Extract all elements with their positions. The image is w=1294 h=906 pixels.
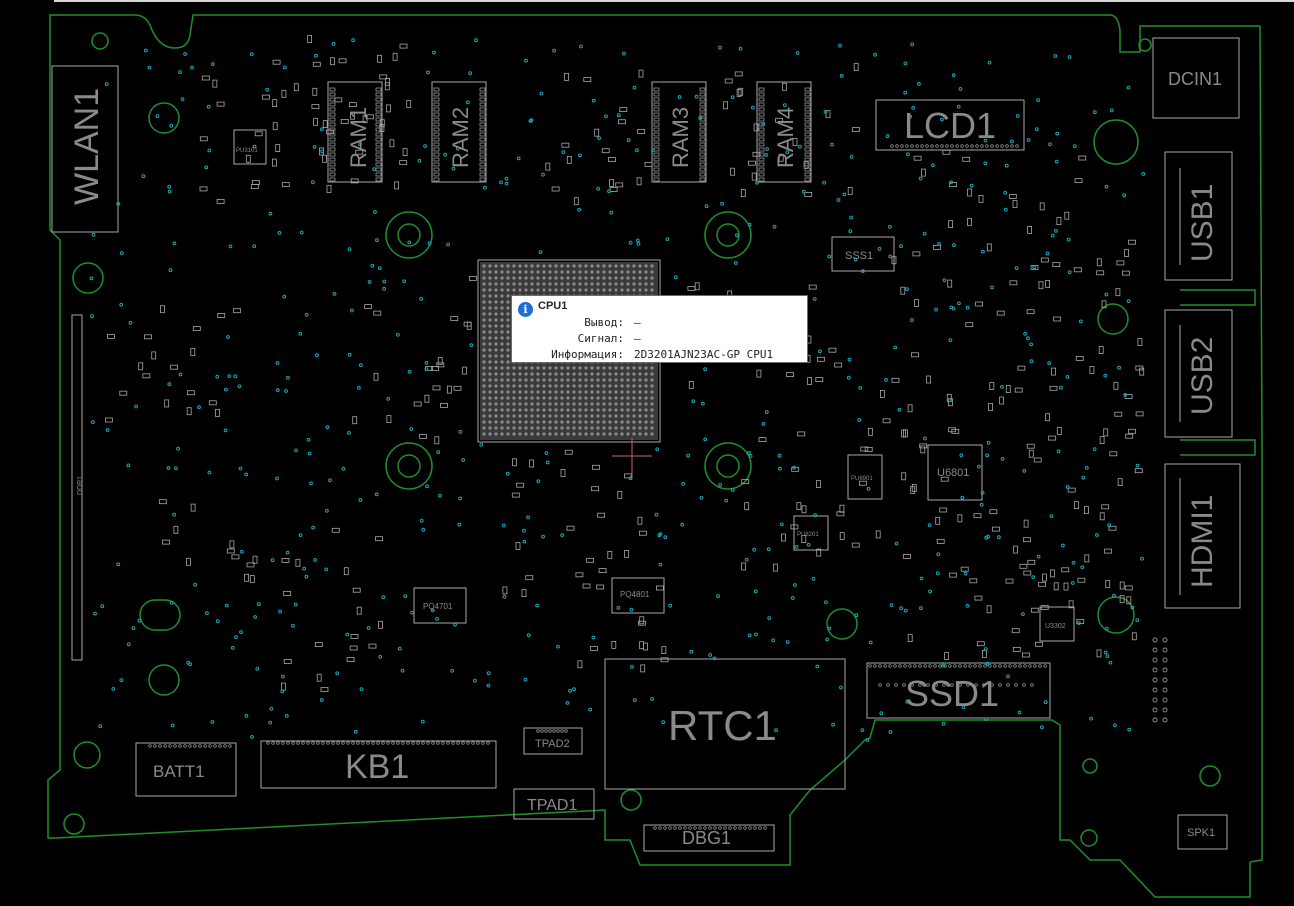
tooltip-key: Информация: bbox=[551, 348, 624, 361]
tooltip-key: Сигнал: bbox=[577, 332, 624, 345]
smd-components bbox=[105, 35, 1168, 830]
tooltip-value: — bbox=[634, 316, 641, 329]
info-icon: i bbox=[518, 302, 533, 317]
window-top-edge bbox=[54, 0, 1294, 2]
label-pu6901: PU6901 bbox=[851, 476, 873, 482]
label-dbg: DBG1 bbox=[682, 828, 731, 848]
label-u3302: U3302 bbox=[1045, 623, 1066, 630]
tooltip-value: — bbox=[634, 332, 641, 345]
silkscreen bbox=[51, 37, 1241, 852]
label-tpad1: TPAD1 bbox=[527, 797, 577, 814]
tooltip-value: 2D3201AJN23AC-GP CPU1 bbox=[634, 348, 774, 361]
label-ddr: DDR1 bbox=[77, 476, 84, 495]
label-usb1: USB1 bbox=[1186, 184, 1219, 262]
board-outline bbox=[47, 14, 1263, 898]
label-pu3101: PU3101 bbox=[236, 148, 258, 154]
board-slots bbox=[139, 289, 1256, 631]
label-pq4701: PQ4701 bbox=[423, 602, 453, 611]
label-sss: SSS1 bbox=[845, 250, 873, 262]
label-u6801: U6801 bbox=[937, 467, 969, 479]
label-dcin: DCIN1 bbox=[1168, 69, 1222, 89]
component-info-tooltip: i CPU1 Вывод: — Сигнал: — Информация: 2D… bbox=[511, 295, 808, 363]
tooltip-row-info: Информация: 2D3201AJN23AC-GP CPU1 bbox=[512, 348, 804, 362]
label-rtc: RTC1 bbox=[668, 702, 777, 749]
label-ram1: RAM1 bbox=[346, 107, 371, 168]
label-ram2: RAM2 bbox=[448, 107, 473, 168]
label-pu8201: PU8201 bbox=[797, 532, 819, 538]
label-kb: KB1 bbox=[345, 748, 409, 786]
label-usb2: USB2 bbox=[1186, 337, 1219, 415]
mounting-holes bbox=[63, 32, 1221, 847]
label-pq4801: PQ4801 bbox=[620, 590, 650, 599]
tooltip-title: CPU1 bbox=[538, 300, 568, 312]
label-ram3: RAM3 bbox=[668, 107, 693, 168]
label-batt: BATT1 bbox=[153, 762, 205, 781]
label-hdmi: HDMI1 bbox=[1186, 495, 1219, 588]
label-spk: SPK1 bbox=[1187, 827, 1215, 839]
crosshair-marker bbox=[612, 438, 652, 478]
label-wlan: WLAN1 bbox=[68, 88, 106, 205]
tooltip-row-pin: Вывод: — bbox=[512, 316, 804, 330]
label-ram4: RAM4 bbox=[773, 107, 798, 168]
label-ssd: SSD1 bbox=[905, 673, 999, 714]
label-tpad2: TPAD2 bbox=[535, 738, 570, 750]
label-lcd: LCD1 bbox=[904, 105, 996, 146]
tooltip-row-signal: Сигнал: — bbox=[512, 332, 804, 346]
tooltip-key: Вывод: bbox=[584, 316, 624, 329]
vias bbox=[89, 38, 1146, 742]
